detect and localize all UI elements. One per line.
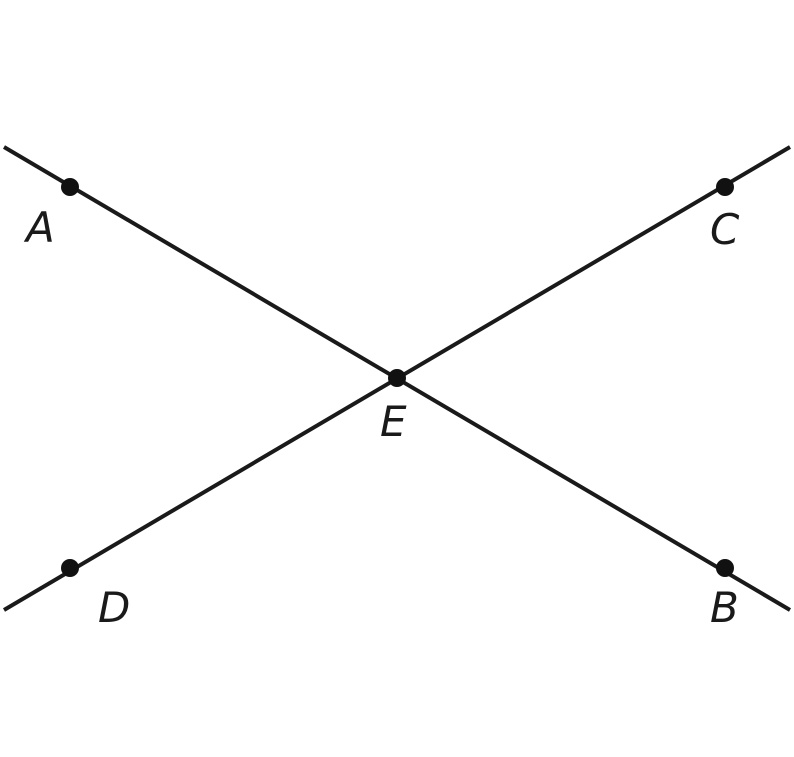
point-A-dot (61, 178, 79, 196)
point-B-label: B (710, 583, 739, 632)
point-B-dot (716, 559, 734, 577)
point-C-dot (716, 178, 734, 196)
point-D-label: D (98, 583, 130, 632)
point-E-label: E (380, 397, 407, 446)
point-E-dot (388, 369, 406, 387)
point-D-dot (61, 559, 79, 577)
point-A-label: A (23, 203, 55, 252)
point-C-label: C (710, 205, 740, 254)
